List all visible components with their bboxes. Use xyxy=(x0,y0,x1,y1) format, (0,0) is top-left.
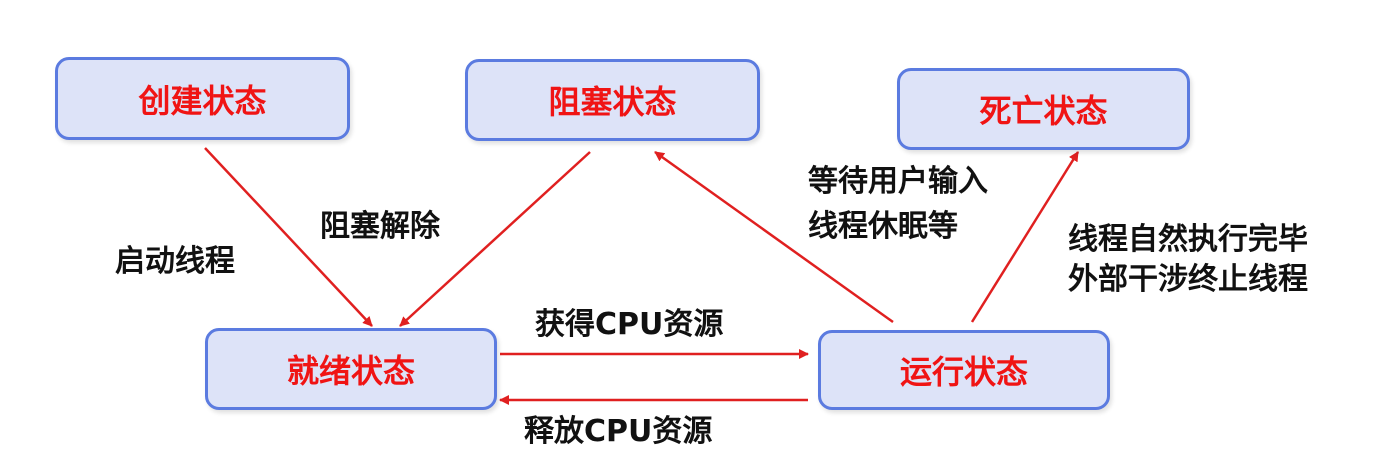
label-get-cpu: 获得CPU资源 xyxy=(535,307,724,342)
state-create-label: 创建状态 xyxy=(138,81,267,120)
arrow-blocked-to-ready xyxy=(399,151,591,327)
state-create: 创建状态 xyxy=(55,57,350,140)
state-dead: 死亡状态 xyxy=(897,68,1190,150)
label-death-reason-2: 外部干涉终止线程 xyxy=(1068,262,1308,297)
arrow-running-to-dead xyxy=(970,151,1080,323)
arrow-running-to-blocked xyxy=(654,150,894,324)
label-release-cpu: 释放CPU资源 xyxy=(524,414,713,449)
state-running: 运行状态 xyxy=(818,330,1110,410)
state-ready-label: 就绪状态 xyxy=(286,352,415,390)
label-block-reason-1: 等待用户输入 xyxy=(808,164,988,199)
arrow-create-to-ready xyxy=(204,147,373,327)
state-blocked: 阻塞状态 xyxy=(465,59,760,141)
label-block-reason-2: 线程休眠等 xyxy=(808,209,958,244)
label-start-thread: 启动线程 xyxy=(115,244,235,279)
state-ready: 就绪状态 xyxy=(205,328,497,410)
state-dead-label: 死亡状态 xyxy=(979,92,1108,130)
state-blocked-label: 阻塞状态 xyxy=(548,83,677,121)
label-unblock: 阻塞解除 xyxy=(320,209,440,244)
state-running-label: 运行状态 xyxy=(899,353,1028,391)
label-death-reason-1: 线程自然执行完毕 xyxy=(1068,222,1308,257)
